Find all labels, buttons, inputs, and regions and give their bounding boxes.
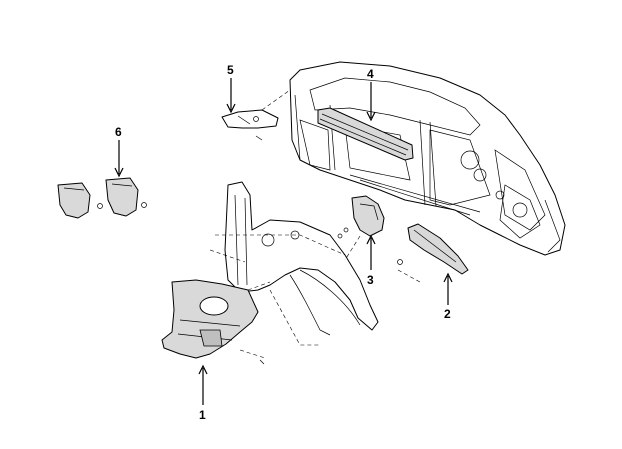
callout-3: 3 <box>367 273 374 287</box>
callout-5: 5 <box>227 63 234 77</box>
body-frame-assembly <box>289 61 566 256</box>
part-3-bracket <box>337 195 385 261</box>
callout-2: 2 <box>444 307 451 321</box>
callout-1: 1 <box>199 408 206 422</box>
part-1-lower-panel <box>161 279 271 365</box>
part-6-covers <box>57 177 147 219</box>
callout-4: 4 <box>367 67 374 81</box>
part-4-cowl-rail <box>317 107 414 161</box>
part-2-side-member <box>397 223 469 283</box>
part-5-bracket <box>221 89 291 141</box>
callout-6: 6 <box>115 125 122 139</box>
leader-lines <box>114 78 453 405</box>
inner-wheelhouse-panel <box>209 181 379 346</box>
